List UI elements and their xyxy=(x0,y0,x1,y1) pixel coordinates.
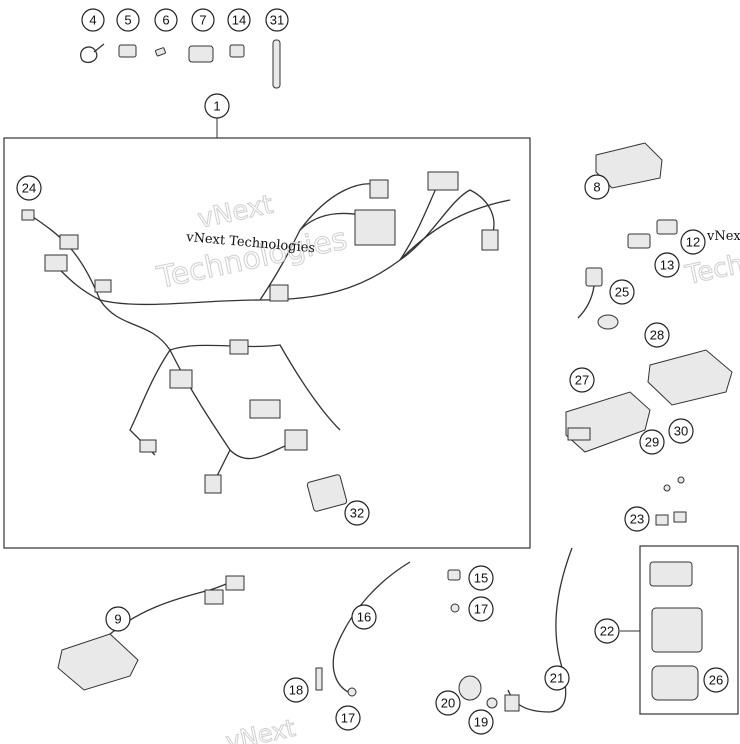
plug-part-7 xyxy=(188,45,214,63)
top-parts xyxy=(80,39,281,89)
relay-cover-part xyxy=(649,561,693,587)
svg-text:4: 4 xyxy=(89,13,96,28)
connector-part-5 xyxy=(118,44,137,58)
tool-strip-part-31 xyxy=(272,39,281,89)
clip-part-23a xyxy=(655,514,669,526)
svg-text:21: 21 xyxy=(550,671,564,686)
svg-text:1: 1 xyxy=(213,99,220,114)
svg-text:20: 20 xyxy=(441,696,455,711)
bolt-part-15 xyxy=(447,569,461,581)
callout-17-lower: 17 xyxy=(335,705,361,731)
svg-text:13: 13 xyxy=(660,258,674,273)
battery-box-part-27 xyxy=(565,391,651,453)
callout-22: 22 xyxy=(594,618,620,644)
watermark-ghost-technologies: Technologies xyxy=(153,222,350,297)
sensor-part-20 xyxy=(458,675,482,701)
module-part-32 xyxy=(306,474,348,512)
svg-text:24: 24 xyxy=(22,181,36,196)
callout-14: 14 xyxy=(227,8,251,32)
harness-frame xyxy=(3,137,531,549)
svg-text:5: 5 xyxy=(124,13,131,28)
svg-text:18: 18 xyxy=(289,683,303,698)
cap-part-25 xyxy=(597,314,619,330)
bolt-part-18 xyxy=(315,667,323,691)
svg-text:7: 7 xyxy=(199,13,206,28)
svg-text:22: 22 xyxy=(600,624,614,639)
bottom-parts xyxy=(57,547,573,713)
terminal-part-6 xyxy=(154,47,166,57)
washer-part-17 xyxy=(450,603,460,613)
control-unit-part-8 xyxy=(595,142,663,189)
svg-text:17: 17 xyxy=(474,602,488,617)
clip-part-23b xyxy=(673,511,687,523)
svg-text:14: 14 xyxy=(232,13,246,28)
callout-28: 28 xyxy=(644,322,670,348)
svg-text:17: 17 xyxy=(341,711,355,726)
starter-relay-part xyxy=(651,607,703,653)
svg-text:23: 23 xyxy=(630,512,644,527)
svg-text:32: 32 xyxy=(350,506,364,521)
svg-text:28: 28 xyxy=(650,328,664,343)
svg-text:12: 12 xyxy=(686,235,700,250)
connector-part-14 xyxy=(229,44,245,58)
svg-text:31: 31 xyxy=(270,13,284,28)
svg-text:25: 25 xyxy=(615,285,629,300)
cable-tie-part xyxy=(80,43,105,64)
sensor-part-25 xyxy=(585,267,603,287)
svg-text:26: 26 xyxy=(709,673,723,688)
relay-part-12 xyxy=(656,219,678,235)
starter-relay-frame xyxy=(639,545,739,715)
callout-27: 27 xyxy=(569,367,595,393)
callout-32: 32 xyxy=(344,500,370,526)
watermark-edge-ghost: Tech xyxy=(682,249,740,291)
callout-8: 8 xyxy=(584,174,610,200)
svg-text:19: 19 xyxy=(474,715,488,730)
callout-20: 20 xyxy=(435,690,461,716)
callout-16: 16 xyxy=(351,604,377,630)
callout-26: 26 xyxy=(703,667,729,693)
svg-text:15: 15 xyxy=(474,571,488,586)
callout-31: 31 xyxy=(265,8,289,32)
housing-part-28 xyxy=(647,349,733,406)
callout-29: 29 xyxy=(639,429,665,455)
svg-text:27: 27 xyxy=(575,373,589,388)
callout-15: 15 xyxy=(468,565,494,591)
right-parts xyxy=(565,142,733,526)
callout-30: 30 xyxy=(668,418,694,444)
relay-part-13a xyxy=(627,233,651,249)
callout-7: 7 xyxy=(191,8,215,32)
callout-19: 19 xyxy=(468,709,494,735)
callout-17-upper: 17 xyxy=(468,596,494,622)
svg-text:9: 9 xyxy=(114,612,121,627)
callout-24: 24 xyxy=(16,175,42,201)
regulator-part-9 xyxy=(57,633,139,691)
callout-1: 1 xyxy=(204,93,230,119)
svg-text:16: 16 xyxy=(357,610,371,625)
watermark-edge: vNext xyxy=(706,229,740,244)
relay-cap-part-26 xyxy=(651,665,699,701)
callout-23: 23 xyxy=(624,506,650,532)
callout-9: 9 xyxy=(105,606,131,632)
nut-part-19 xyxy=(486,697,498,709)
callout-21: 21 xyxy=(544,665,570,691)
screw-part-30 xyxy=(677,476,685,484)
callout-12: 12 xyxy=(680,229,706,255)
svg-text:30: 30 xyxy=(674,424,688,439)
callout-4: 4 xyxy=(81,8,105,32)
watermark-ghost-vnext: vNext xyxy=(195,190,276,235)
callout-13: 13 xyxy=(654,252,680,278)
screw-part-29 xyxy=(663,484,671,492)
callout-18: 18 xyxy=(283,677,309,703)
watermark-bottom-ghost: vNext xyxy=(223,714,297,744)
main-wiring-harness xyxy=(21,171,511,512)
callout-6: 6 xyxy=(154,8,178,32)
callout-5: 5 xyxy=(116,8,140,32)
svg-text:6: 6 xyxy=(162,13,169,28)
svg-text:29: 29 xyxy=(645,435,659,450)
callout-25: 25 xyxy=(609,279,635,305)
svg-text:8: 8 xyxy=(593,180,600,195)
